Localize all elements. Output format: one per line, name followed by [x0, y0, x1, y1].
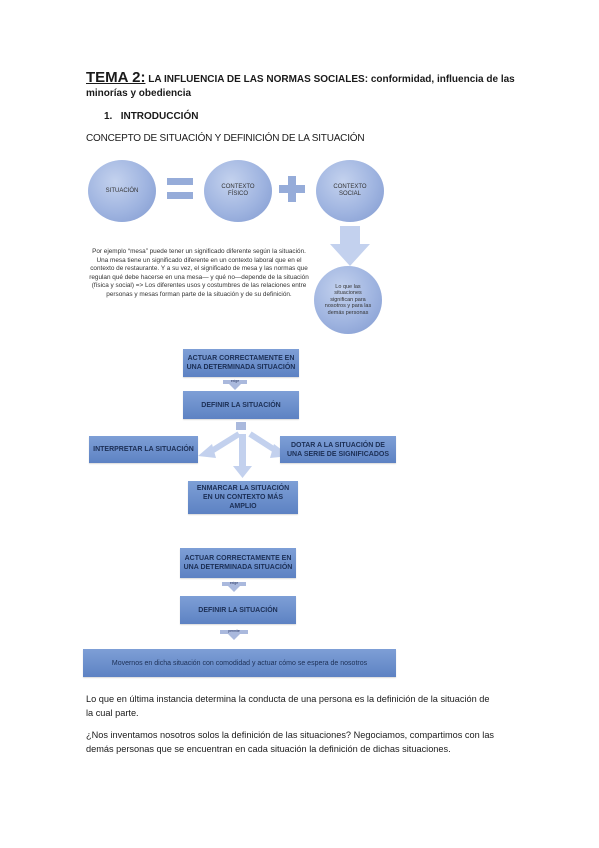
actuar-label-1: ACTUAR CORRECTAMENTE EN UNA DETERMINADA … — [186, 355, 296, 371]
document-title: TEMA 2: LA INFLUENCIA DE LAS NORMAS SOCI… — [86, 69, 526, 101]
movernos-box: Movernos en dicha situación con comodida… — [83, 649, 396, 677]
definir-box-2: DEFINIR LA SITUACIÓN — [180, 596, 296, 624]
contexto-fisico-label: CONTEXTO FÍSICO — [221, 184, 255, 197]
arrow-head-icon-1 — [229, 384, 241, 390]
definir-label-1: DEFINIR LA SITUACIÓN — [201, 401, 281, 409]
movernos-label: Movernos en dicha situación con comodida… — [111, 659, 368, 667]
section-title: INTRODUCCIÓN — [120, 111, 199, 122]
contexto-social-label: CONTEXTO SOCIAL — [333, 184, 367, 197]
conclusion-paragraph: Lo que en última instancia determina la … — [86, 694, 490, 718]
enmarcar-box: ENMARCAR LA SITUACIÓN EN UN CONTEXTO MÁS… — [188, 481, 298, 514]
contexto-fisico-circle: CONTEXTO FÍSICO — [204, 160, 272, 222]
exige-label-1: exige — [230, 379, 240, 383]
section-heading: 1. INTRODUCCIÓN — [104, 111, 198, 122]
arrow-connector-2 — [222, 582, 246, 586]
definir-box-1: DEFINIR LA SITUACIÓN — [183, 391, 299, 419]
equals-icon-bottom-bar — [167, 192, 193, 199]
situacion-label: SITUACIÓN — [105, 187, 139, 194]
interpretar-label: INTERPRETAR LA SITUACIÓN — [93, 446, 194, 453]
arrow-head-icon-3 — [228, 634, 240, 640]
tema-label: TEMA 2: — [86, 69, 146, 86]
actuar-box-2: ACTUAR CORRECTAMENTE EN UNA DETERMINADA … — [180, 548, 296, 578]
exige-label-2: exige — [229, 581, 239, 585]
contexto-social-circle: CONTEXTO SOCIAL — [316, 160, 384, 222]
down-arrow-icon — [330, 226, 370, 266]
actuar-label-2: ACTUAR CORRECTAMENTE EN UNA DETERMINADA … — [183, 555, 293, 571]
actuar-box-1: ACTUAR CORRECTAMENTE EN UNA DETERMINADA … — [183, 349, 299, 377]
arrow-connector-1 — [223, 380, 247, 384]
definir-label-2: DEFINIR LA SITUACIÓN — [198, 606, 278, 614]
situacion-circle: SITUACIÓN — [88, 160, 156, 222]
result-circle: Lo que las situaciones significan para n… — [314, 266, 382, 334]
dotar-box: DOTAR A LA SITUACIÓN DE UNA SERIE DE SIG… — [280, 436, 396, 463]
title-text: LA INFLUENCIA DE LAS NORMAS SOCIALES: co… — [86, 74, 515, 99]
result-circle-label: Lo que las situaciones significan para n… — [324, 283, 372, 316]
arrow-head-icon-2 — [228, 586, 240, 592]
question-paragraph: ¿Nos inventamos nosotros solos la defini… — [86, 730, 495, 754]
section-number: 1. — [104, 111, 113, 122]
permite-label: permite — [228, 629, 240, 633]
equals-icon-top-bar — [167, 178, 193, 185]
plus-icon-vertical — [288, 176, 296, 202]
enmarcar-label: ENMARCAR LA SITUACIÓN EN UN CONTEXTO MÁS… — [196, 485, 290, 510]
interpretar-box: INTERPRETAR LA SITUACIÓN — [89, 436, 198, 463]
concept-heading: CONCEPTO DE SITUACIÓN Y DEFINICIÓN DE LA… — [86, 133, 365, 144]
dotar-label: DOTAR A LA SITUACIÓN DE UNA SERIE DE SIG… — [286, 441, 390, 458]
example-paragraph: Por ejemplo “mesa” puede tener un signif… — [89, 248, 309, 298]
arrow-connector-3 — [220, 630, 248, 634]
